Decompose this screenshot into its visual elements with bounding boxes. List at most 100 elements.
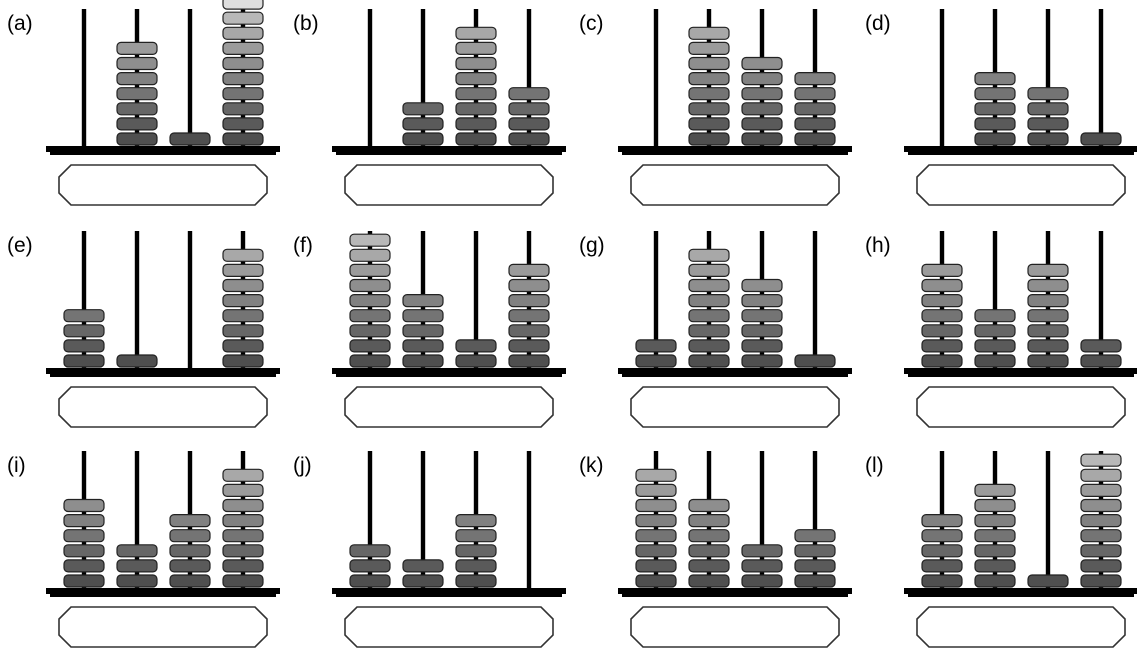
abacus-bead bbox=[635, 574, 677, 588]
abacus-bead bbox=[508, 324, 550, 338]
answer-box[interactable] bbox=[916, 386, 1126, 428]
answer-box[interactable] bbox=[630, 164, 840, 206]
abacus-bead bbox=[222, 498, 264, 513]
abacus-bead bbox=[688, 354, 730, 368]
abacus-rod bbox=[939, 9, 945, 146]
abacus-bead bbox=[1027, 117, 1069, 131]
abacus-bead bbox=[222, 513, 264, 528]
abacus-bead bbox=[688, 26, 730, 40]
abacus-bead bbox=[63, 339, 105, 353]
abacus-bead bbox=[349, 324, 391, 338]
abacus-bead bbox=[741, 117, 783, 131]
abacus-bead bbox=[402, 132, 444, 146]
abacus-bead bbox=[688, 574, 730, 588]
abacus-bead bbox=[455, 339, 497, 353]
abacus-rod bbox=[367, 451, 373, 588]
abacus-bead bbox=[455, 574, 497, 588]
abacus-bead bbox=[921, 354, 963, 368]
abacus-bead bbox=[222, 544, 264, 558]
abacus-bead bbox=[455, 132, 497, 146]
abacus-bead bbox=[402, 309, 444, 323]
abacus-bead bbox=[974, 354, 1016, 368]
panel-label: (e) bbox=[7, 234, 33, 257]
abacus-bead bbox=[1080, 354, 1122, 368]
abacus-rod bbox=[134, 451, 140, 588]
abacus-bead bbox=[116, 102, 158, 116]
abacus-rod bbox=[187, 9, 193, 146]
abacus-bead bbox=[974, 574, 1016, 588]
abacus-bead bbox=[222, 324, 264, 338]
abacus-bead bbox=[794, 117, 836, 131]
abacus-bead bbox=[921, 513, 963, 528]
abacus-bead bbox=[222, 529, 264, 543]
answer-box[interactable] bbox=[916, 606, 1126, 648]
abacus-bead bbox=[508, 263, 550, 277]
abacus-bead bbox=[222, 11, 264, 25]
abacus-bead bbox=[741, 294, 783, 308]
abacus-base-lower bbox=[50, 373, 276, 377]
abacus-bead bbox=[921, 339, 963, 353]
abacus-bead bbox=[1080, 339, 1122, 353]
abacus-bead bbox=[222, 248, 264, 262]
abacus-panel: (e) bbox=[7, 231, 280, 428]
abacus-bead bbox=[222, 132, 264, 146]
abacus-bead bbox=[741, 132, 783, 146]
abacus-bead bbox=[63, 513, 105, 528]
abacus-rod bbox=[367, 9, 373, 146]
abacus-base-lower bbox=[50, 151, 276, 155]
abacus-bead bbox=[1027, 339, 1069, 353]
abacus-bead bbox=[1027, 324, 1069, 338]
abacus-rod bbox=[1098, 231, 1104, 368]
answer-box[interactable] bbox=[344, 606, 554, 648]
abacus-bead bbox=[688, 498, 730, 513]
abacus-bead bbox=[349, 559, 391, 573]
abacus-bead bbox=[349, 248, 391, 262]
abacus-bead bbox=[921, 294, 963, 308]
abacus-bead bbox=[222, 468, 264, 482]
abacus-panel: (a) bbox=[7, 0, 280, 206]
abacus-bead bbox=[741, 354, 783, 368]
abacus-bead bbox=[688, 263, 730, 277]
answer-box[interactable] bbox=[916, 164, 1126, 206]
abacus-rod bbox=[812, 231, 818, 368]
abacus-rod bbox=[653, 231, 659, 368]
abacus-bead bbox=[508, 339, 550, 353]
abacus-bead bbox=[688, 324, 730, 338]
abacus-bead bbox=[688, 339, 730, 353]
abacus-bead bbox=[222, 0, 264, 10]
answer-box[interactable] bbox=[344, 164, 554, 206]
abacus-bead bbox=[635, 354, 677, 368]
abacus-bead bbox=[169, 559, 211, 573]
abacus-bead bbox=[921, 278, 963, 293]
abacus-bead bbox=[455, 117, 497, 131]
answer-box[interactable] bbox=[344, 386, 554, 428]
answer-box[interactable] bbox=[58, 386, 268, 428]
abacus-bead bbox=[63, 354, 105, 368]
answer-box[interactable] bbox=[58, 164, 268, 206]
abacus-bead bbox=[974, 483, 1016, 497]
abacus-bead bbox=[921, 559, 963, 573]
abacus-bead bbox=[222, 117, 264, 131]
abacus-bead bbox=[688, 41, 730, 56]
abacus-bead bbox=[974, 498, 1016, 513]
abacus-bead bbox=[1027, 294, 1069, 308]
answer-box[interactable] bbox=[630, 386, 840, 428]
abacus-bead bbox=[741, 56, 783, 71]
abacus-bead bbox=[794, 529, 836, 543]
abacus-bead bbox=[508, 294, 550, 308]
abacus-bead bbox=[222, 71, 264, 86]
abacus-bead bbox=[635, 559, 677, 573]
abacus-bead bbox=[921, 544, 963, 558]
abacus-bead bbox=[222, 559, 264, 573]
abacus-rod bbox=[1098, 9, 1104, 146]
abacus-bead bbox=[741, 544, 783, 558]
abacus-bead bbox=[116, 117, 158, 131]
abacus-rod bbox=[420, 9, 426, 146]
abacus-bead bbox=[974, 117, 1016, 131]
abacus-bead bbox=[635, 468, 677, 482]
answer-box[interactable] bbox=[58, 606, 268, 648]
abacus-rod bbox=[653, 9, 659, 146]
answer-box[interactable] bbox=[630, 606, 840, 648]
abacus-bead bbox=[741, 559, 783, 573]
abacus-bead bbox=[402, 354, 444, 368]
